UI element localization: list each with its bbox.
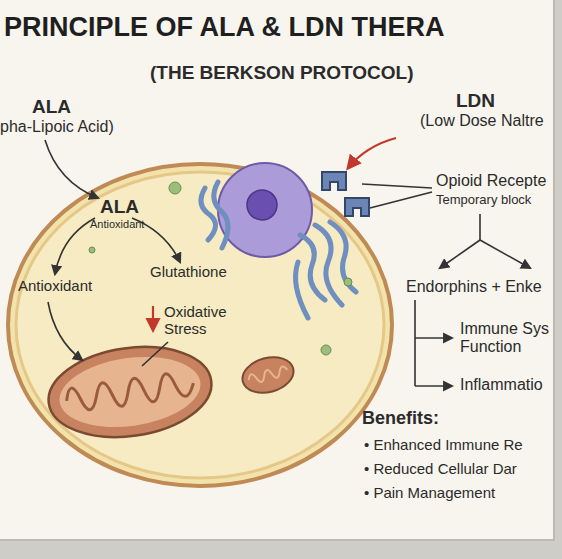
cell-label: Oxidative Stress <box>164 304 242 338</box>
endorphin-label: Endorphins + Enke <box>406 278 542 296</box>
ldn-heading: LDN <box>456 90 495 111</box>
receptor-label: Opioid Recepte <box>436 172 546 190</box>
ldn-name: (Low Dose Naltre <box>420 112 544 130</box>
cell-ellipse: ALAAntioxidantAntioxidantGlutathioneOxid… <box>4 160 396 490</box>
effect-label: Inflammatio <box>460 376 543 394</box>
benefit-item: • Reduced Cellular Dar <box>364 461 517 478</box>
cell-label: Antioxidant <box>18 278 92 295</box>
poster-board <box>0 0 554 540</box>
subtitle: (THE BERKSON PROTOCOL) <box>150 62 414 83</box>
ala-heading: ALA <box>32 96 71 117</box>
poster-title: PRINCIPLE OF ALA & LDN THERA <box>4 12 445 42</box>
cell-membrane <box>8 164 392 486</box>
benefits-heading: Benefits: <box>362 408 439 428</box>
ala-name: pha-Lipoic Acid) <box>0 118 114 136</box>
effect-label: Immune Sys Function <box>460 320 552 356</box>
cell-label: Glutathione <box>150 264 227 281</box>
cytoplasm <box>16 172 384 478</box>
receptor-note: Temporary block <box>436 193 531 208</box>
cell-ala: ALA <box>100 196 139 217</box>
cell-note: Antioxidant <box>90 218 144 230</box>
benefit-item: • Enhanced Immune Re <box>364 437 523 454</box>
benefit-item: • Pain Management <box>364 485 495 502</box>
